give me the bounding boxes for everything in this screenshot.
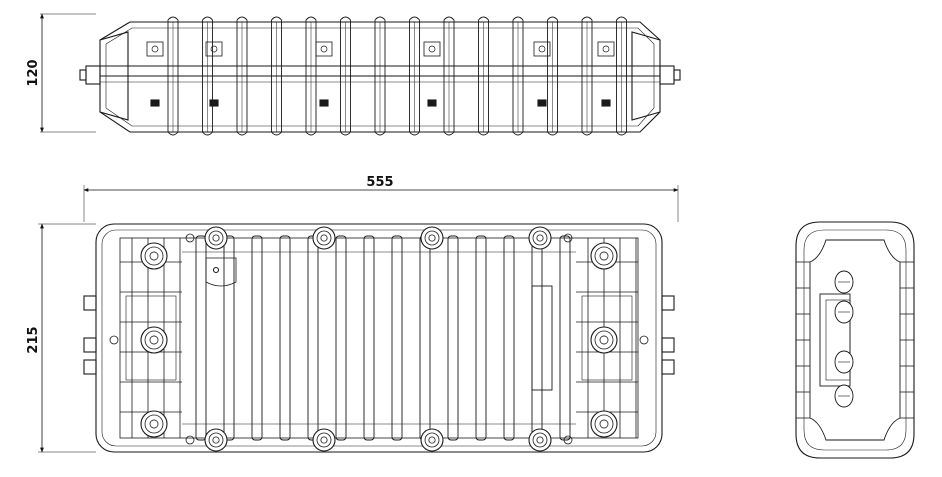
side-rib [202,16,213,136]
side-latch [315,41,333,57]
height-dimension-label: 120 [26,59,41,86]
bolt [420,428,444,452]
screw-hole [563,435,573,445]
side-rib [478,16,489,136]
screw-hole [185,435,195,445]
side-latch-tab [537,99,547,107]
screw-hole [109,335,119,345]
end-grid-panel [125,295,177,381]
length-dimension [83,185,679,222]
side-latch-tab [427,99,437,107]
side-rib [167,16,179,136]
side-latch-tab [601,99,611,107]
bolt [312,428,336,452]
side-rib [409,16,420,136]
side-rib [271,16,282,136]
plan-rib [307,235,319,441]
end-grid-panel [581,295,633,381]
screw-hole [563,233,573,243]
side-latch-tab [319,99,329,107]
width-dimension-label: 215 [26,326,41,353]
plan-rib [447,235,459,441]
plan-rib [279,235,291,441]
plan-rib [531,235,543,441]
side-latch [423,41,441,57]
plan-rib [419,235,431,441]
side-latch-tab [209,99,219,107]
side-latch [597,41,615,57]
screw-hole [185,233,195,243]
bolt [528,428,552,452]
plan-rib [335,235,347,441]
plan-rib [251,235,263,441]
side-rib [340,16,351,136]
bolt [312,226,336,250]
width-dimension [38,223,96,453]
side-rib [616,16,627,136]
plan-rib [195,235,207,441]
bolt [528,226,552,250]
bolt [204,428,228,452]
height-dimension [40,13,96,133]
side-rib [512,16,524,136]
bolt [420,226,444,250]
plan-rib [559,235,571,441]
length-dimension-label: 555 [366,175,393,190]
plan-rib [391,235,403,441]
side-rib [443,16,455,136]
side-latch [205,41,223,57]
side-latch-tab [150,99,160,107]
plan-rib [503,235,515,441]
plan-rib [475,235,487,441]
side-rib [305,16,317,136]
plan-rib [363,235,375,441]
side-rib [547,16,558,136]
side-rib [581,16,593,136]
side-latch [146,41,164,57]
plan-rib [223,235,235,441]
side-elevation-view [79,16,681,136]
plan-view [83,223,675,453]
screw-hole [639,335,649,345]
bolt [204,226,228,250]
end-view [795,221,915,459]
side-rib [374,16,386,136]
side-rib [236,16,248,136]
side-latch [533,41,551,57]
